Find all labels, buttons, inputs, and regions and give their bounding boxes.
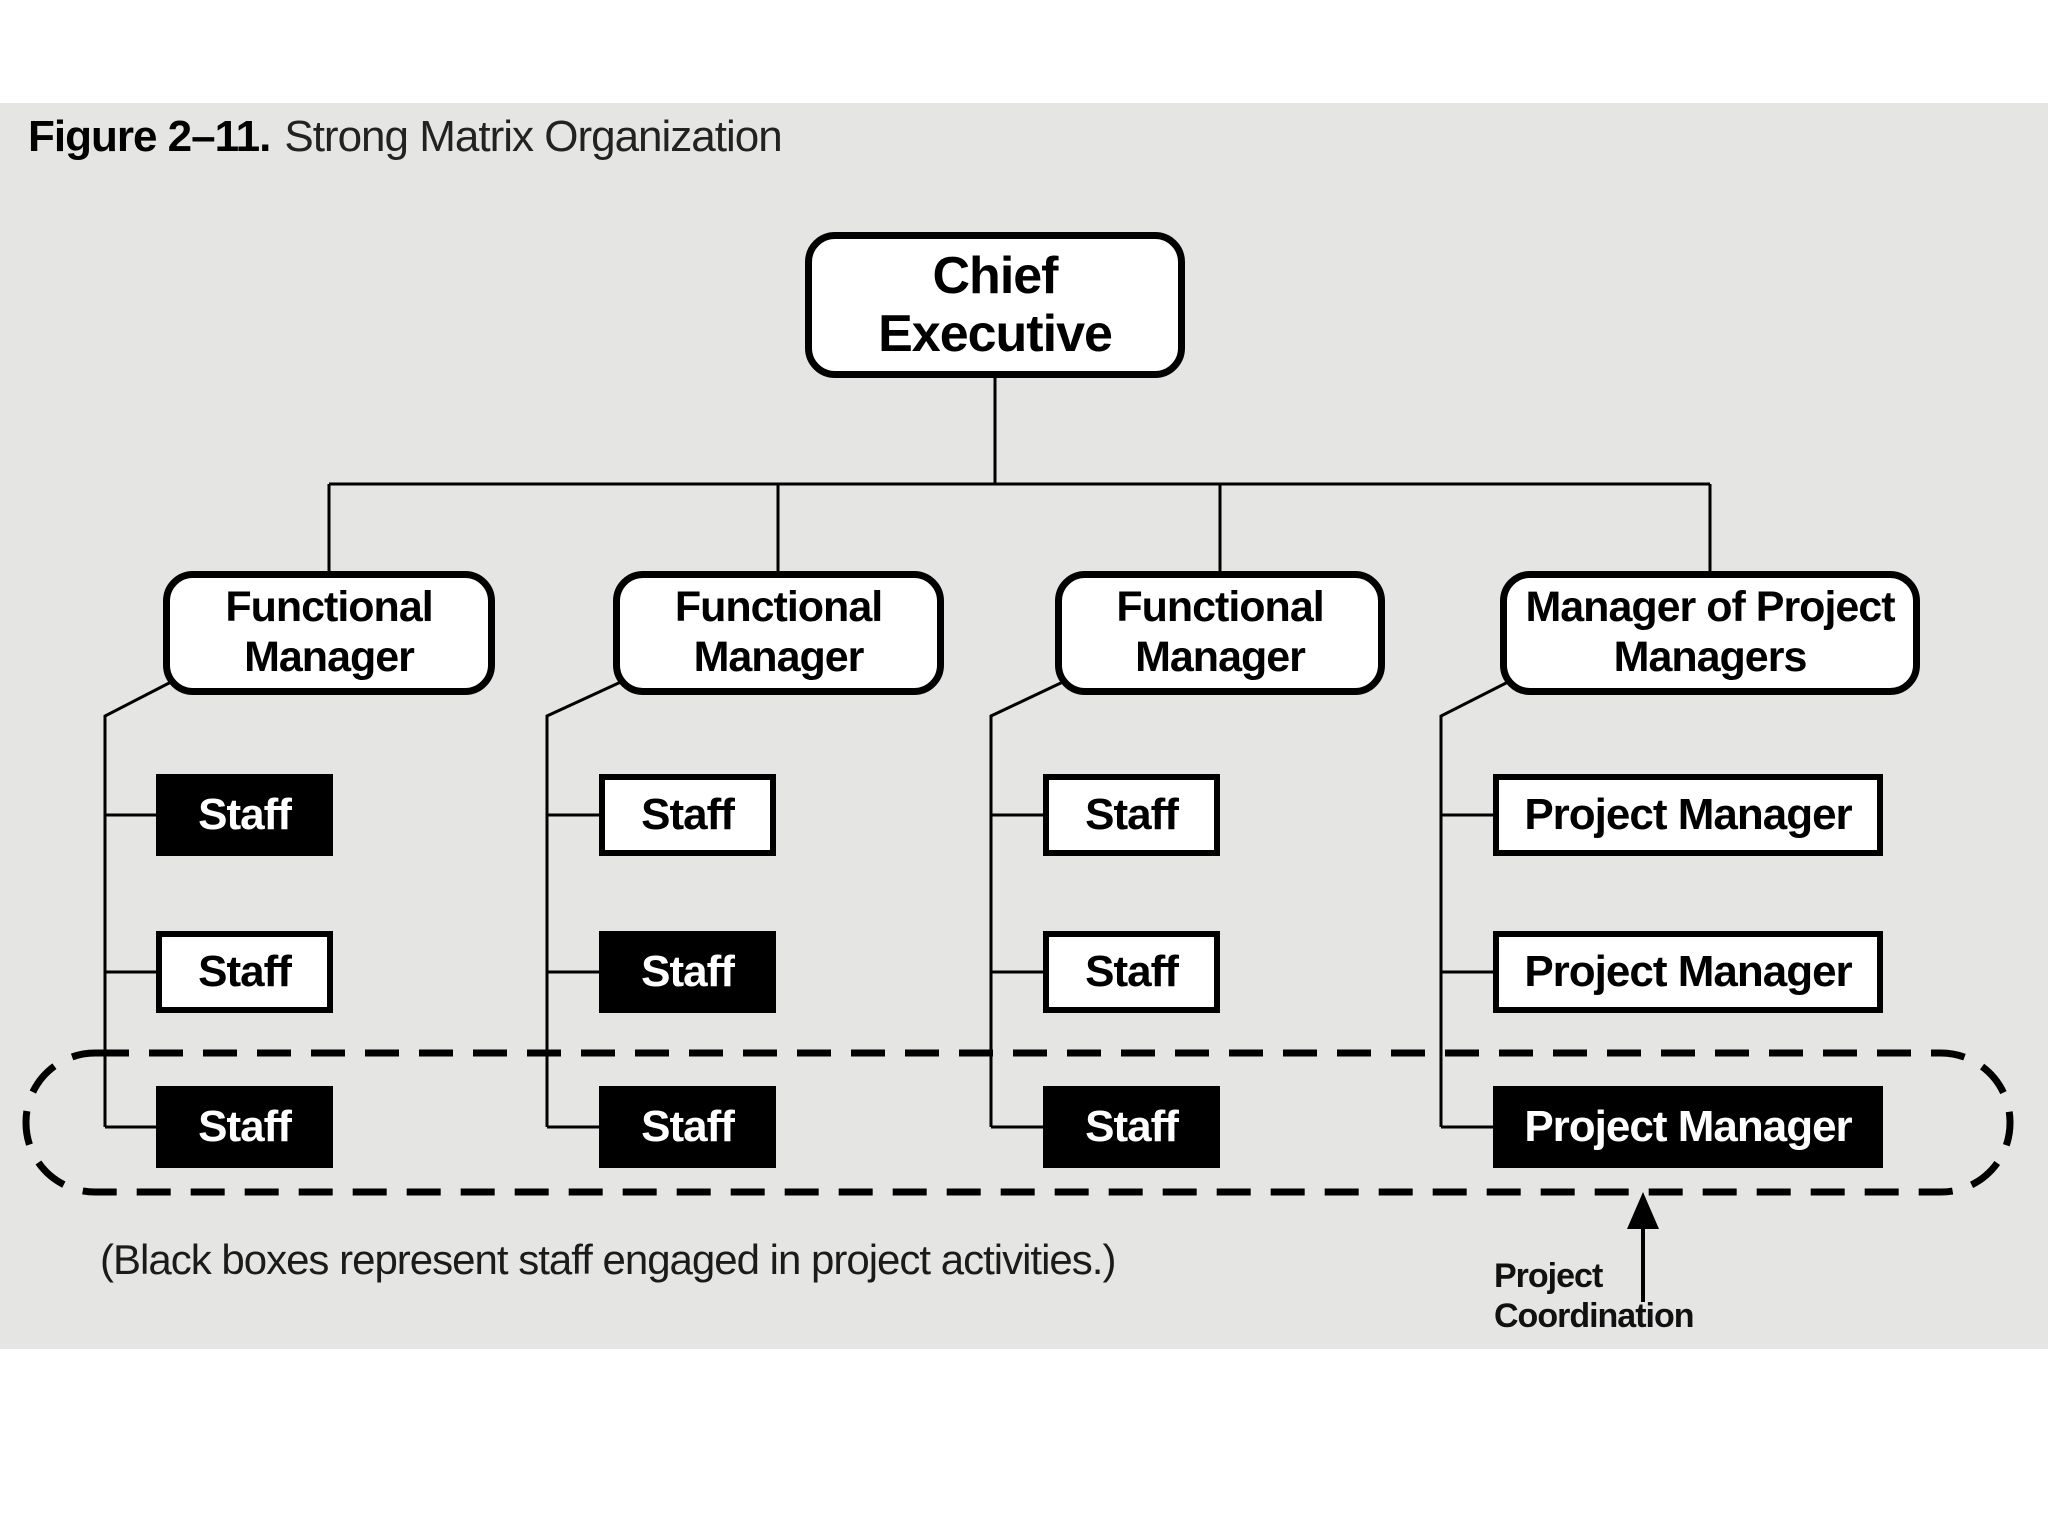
org-node-staff: Staff [599,774,776,856]
org-node-label: Staff [641,1102,735,1151]
figure-title: Figure 2–11. Strong Matrix Organization [28,112,783,162]
org-node-label: Project Manager [1524,1102,1852,1151]
org-node-label: Chief Executive [878,246,1113,363]
org-node-functional-manager-1: Functional Manager [163,571,495,695]
org-node-label: Functional Manager [1116,583,1324,681]
org-node-manager-of-project-managers: Manager of Project Managers [1500,571,1920,695]
figure-caption: (Black boxes represent staff engaged in … [100,1236,1116,1283]
column-3-spine [989,679,1066,1129]
org-node-staff: Staff [1043,774,1220,856]
org-node-label: Staff [1085,790,1179,839]
column-4-spine [1439,679,1511,1129]
org-node-project-manager: Project Manager [1493,774,1883,856]
org-node-staff: Staff [1043,1086,1220,1168]
org-node-staff: Staff [156,1086,333,1168]
org-node-functional-manager-3: Functional Manager [1055,571,1385,695]
org-node-staff: Staff [156,931,333,1013]
org-node-staff: Staff [1043,931,1220,1013]
org-node-label: Project Manager [1524,790,1852,839]
org-node-label: Project Manager [1524,947,1852,996]
org-node-label: Staff [641,790,735,839]
project-coordination-label: Project Coordination [1494,1257,1695,1335]
org-node-staff: Staff [599,931,776,1013]
org-node-label: Staff [1085,947,1179,996]
org-node-label: Staff [198,790,292,839]
coordination-arrow-head-icon [1627,1192,1659,1229]
figure-number: Figure 2–11. [28,112,271,161]
figure-name: Strong Matrix Organization [284,112,782,161]
org-node-project-manager: Project Manager [1493,931,1883,1013]
org-node-functional-manager-2: Functional Manager [613,571,944,695]
org-node-staff: Staff [599,1086,776,1168]
org-node-project-manager: Project Manager [1493,1086,1883,1168]
column-2-spine [545,679,624,1129]
org-node-label: Staff [641,947,735,996]
org-node-chief-executive: Chief Executive [805,232,1185,378]
org-node-label: Manager of Project Managers [1525,583,1895,681]
org-node-label: Functional Manager [674,583,883,681]
org-node-label: Staff [1085,1102,1179,1151]
org-node-label: Staff [198,947,292,996]
org-node-label: Staff [198,1102,292,1151]
project-coordination-dashed-outline [22,1049,2014,1196]
org-node-staff: Staff [156,774,333,856]
column-1-spine [103,679,174,1129]
root-to-managers-connector [327,378,1712,571]
org-node-label: Functional Manager [225,583,433,681]
